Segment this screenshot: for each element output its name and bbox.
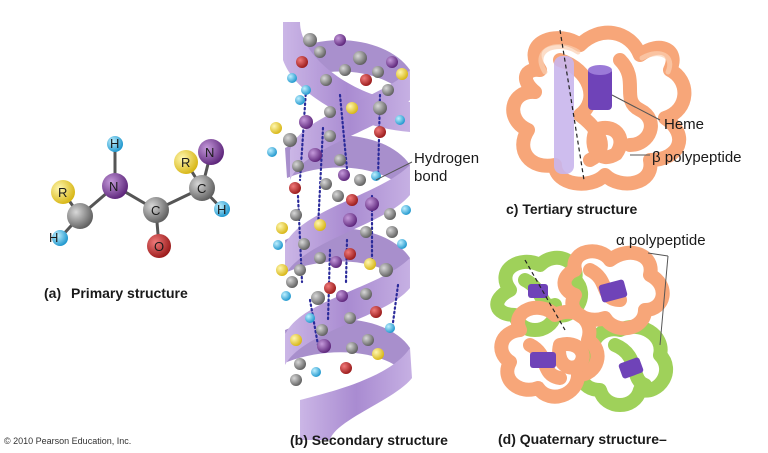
atom-label-h-top: H — [110, 136, 119, 151]
alpha-leader — [659, 255, 669, 346]
tertiary-structure-caption: c) Tertiary structure — [506, 201, 638, 217]
tertiary-structure — [506, 25, 692, 191]
heme-leader — [611, 94, 661, 121]
helix-segment-cylinder — [554, 56, 574, 174]
hydrogen-atom-1 — [52, 230, 68, 246]
beta-polypeptide-label: β polypeptide — [652, 149, 742, 166]
carbon-atom-alpha-2 — [189, 175, 215, 201]
alpha-polypeptide-label: α polypeptide — [616, 232, 706, 249]
helix-axis-dashed — [559, 29, 585, 181]
hydrogen-bond-label: Hydrogen bond — [414, 150, 480, 185]
caption-letter-a: (a) — [44, 285, 62, 301]
heme-groups-quaternary — [528, 279, 644, 379]
atom-label-o1: O — [154, 239, 164, 254]
hydrogen-bond-leader — [375, 161, 413, 181]
carbon-atom-alpha-1 — [67, 203, 93, 229]
atom-label-h1: H — [49, 230, 58, 245]
alpha-leader-top — [647, 252, 669, 257]
atom-label-r2: R — [181, 155, 190, 170]
nitrogen-atom-2 — [198, 139, 224, 165]
heme-label: Heme — [664, 116, 705, 133]
atom-label-r1: R — [58, 185, 67, 200]
atom-label-c2: C — [197, 181, 206, 196]
r-group-atom-2 — [174, 150, 198, 174]
atom-label-n2: N — [205, 145, 214, 160]
primary-structure-molecule: R H N H C O R N C H — [49, 136, 230, 258]
atom-label-n1: N — [109, 179, 118, 194]
quaternary-structure — [490, 244, 673, 412]
alpha-helix — [267, 22, 413, 440]
nitrogen-atom-1 — [102, 173, 128, 199]
atom-label-c1: C — [151, 203, 160, 218]
quaternary-structure-caption: (d) Quaternary structure– — [498, 431, 667, 447]
heme-group — [588, 65, 612, 110]
hydrogen-atom-2 — [214, 201, 230, 217]
secondary-structure-caption: (b) Secondary structure — [290, 432, 448, 448]
atom-label-h2: H — [217, 202, 226, 217]
r-group-atom-1 — [51, 180, 75, 204]
primary-structure-caption: (a) Primary structure — [44, 285, 188, 301]
carbonyl-carbon-atom — [143, 197, 169, 223]
oxygen-atom — [147, 234, 171, 258]
caption-text-primary: Primary structure — [71, 285, 188, 301]
helix-atoms — [267, 33, 411, 386]
hydrogen-atom-top — [107, 136, 123, 152]
copyright-notice: © 2010 Pearson Education, Inc. — [4, 436, 132, 446]
beta-chain-highlights — [538, 44, 673, 75]
